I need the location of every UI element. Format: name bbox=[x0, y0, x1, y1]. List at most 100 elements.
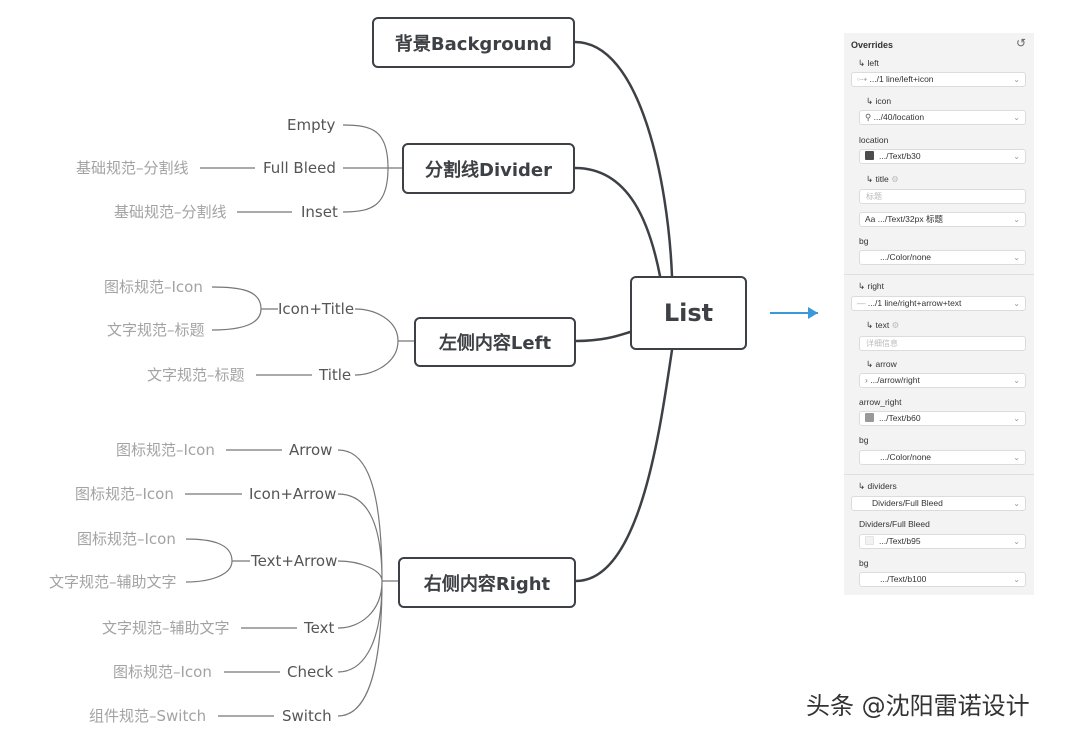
title-label: ↳ title ⚙ bbox=[866, 174, 899, 185]
textarrow-fan bbox=[185, 538, 250, 583]
branch-right: 右侧内容Right bbox=[398, 557, 576, 608]
location-select-value: .../Text/b30 bbox=[879, 151, 921, 161]
dividers-select[interactable]: Dividers/Full Bleed ⌄ bbox=[851, 496, 1026, 511]
right-select[interactable]: — .../1 line/right+arrow+text ⌄ bbox=[851, 296, 1026, 311]
text-style-icon: Aa bbox=[865, 214, 876, 224]
bg2-select[interactable]: .../Color/none ⌄ bbox=[859, 450, 1026, 465]
section-divider bbox=[844, 474, 1034, 475]
arrow-right-select-value: .../Text/b60 bbox=[879, 413, 921, 423]
reset-icon[interactable]: ↺ bbox=[1015, 36, 1026, 50]
title-input[interactable]: 标题 bbox=[859, 189, 1026, 204]
color-swatch-b30 bbox=[865, 151, 874, 160]
arrow-right-label: arrow_right bbox=[859, 397, 902, 407]
component-icon: — bbox=[857, 298, 868, 308]
pointer-arrow-line bbox=[770, 312, 818, 314]
divider-item-empty: Empty bbox=[287, 116, 336, 134]
pointer-arrow-head bbox=[808, 307, 818, 319]
dividers-fb-select-value: .../Text/b95 bbox=[879, 536, 921, 546]
bg2-select-value: .../Color/none bbox=[880, 452, 932, 462]
chevron-down-icon: ⌄ bbox=[1013, 376, 1020, 385]
chevron-right-icon: › bbox=[865, 375, 871, 385]
bg-select[interactable]: .../Color/none ⌄ bbox=[859, 250, 1026, 265]
title-label-text: ↳ title bbox=[866, 174, 889, 184]
right-check-ref: 图标规范–Icon bbox=[113, 663, 212, 681]
location-label: location bbox=[859, 135, 889, 145]
chevron-down-icon: ⌄ bbox=[1013, 75, 1020, 84]
icontitle-fan bbox=[211, 286, 278, 331]
root-to-left bbox=[574, 330, 632, 343]
component-icon: ◦⇢ bbox=[857, 74, 870, 84]
divider-inset-ref: 基础规范–分割线 bbox=[114, 203, 227, 221]
right-text-arrow-text-ref: 文字规范–辅助文字 bbox=[49, 573, 177, 591]
root-to-right bbox=[574, 348, 674, 583]
right-item-arrow: Arrow bbox=[289, 441, 333, 459]
bg-select-value: .../Color/none bbox=[880, 252, 932, 262]
section-divider bbox=[844, 274, 1034, 275]
root-to-background bbox=[573, 40, 674, 278]
dividers-fb-label: Dividers/Full Bleed bbox=[859, 519, 930, 529]
overrides-title: Overrides bbox=[851, 40, 894, 50]
arrow-right-select[interactable]: .../Text/b60 ⌄ bbox=[859, 411, 1026, 426]
left-select-value: .../1 line/left+icon bbox=[869, 74, 934, 84]
right-item-text: Text bbox=[304, 619, 335, 637]
title-text-select[interactable]: Aa .../Text/32px 标题 ⌄ bbox=[859, 212, 1026, 227]
branch-background: 背景Background bbox=[372, 17, 575, 68]
chevron-down-icon: ⌄ bbox=[1013, 299, 1020, 308]
divider-fan bbox=[342, 124, 402, 213]
right-item-icon-arrow: Icon+Arrow bbox=[249, 485, 337, 503]
overrides-panel: Overrides ↺ ↳ left ◦⇢ .../1 line/left+ic… bbox=[844, 33, 1034, 595]
chevron-down-icon: ⌄ bbox=[1013, 152, 1020, 161]
bg3-select-value: .../Text/b100 bbox=[880, 574, 927, 584]
dividers-fb-select[interactable]: .../Text/b95 ⌄ bbox=[859, 534, 1026, 549]
chevron-down-icon: ⌄ bbox=[1013, 113, 1020, 122]
left-fan bbox=[354, 308, 414, 376]
color-swatch-b60 bbox=[865, 413, 874, 422]
root-to-divider bbox=[573, 166, 662, 278]
chevron-down-icon: ⌄ bbox=[1013, 215, 1020, 224]
chevron-down-icon: ⌄ bbox=[1013, 537, 1020, 546]
right-switch-ref: 组件规范–Switch bbox=[89, 707, 207, 725]
branch-divider: 分割线Divider bbox=[402, 143, 575, 194]
chevron-down-icon: ⌄ bbox=[1013, 253, 1020, 262]
settings-icon: ⚙ bbox=[891, 320, 900, 330]
left-item-title: Title bbox=[319, 366, 352, 384]
left-title-only-ref: 文字规范–标题 bbox=[147, 366, 245, 384]
right-select-value: .../1 line/right+arrow+text bbox=[867, 298, 962, 308]
right-arrow-ref: 图标规范–Icon bbox=[116, 441, 215, 459]
location-pin-icon: ⚲ bbox=[865, 112, 874, 122]
bg3-label: bg bbox=[859, 558, 869, 568]
text-label: ↳ text ⚙ bbox=[866, 320, 899, 331]
icon-select[interactable]: ⚲ .../40/location ⌄ bbox=[859, 110, 1026, 125]
left-title-ref: 文字规范–标题 bbox=[107, 321, 205, 339]
color-swatch-b95 bbox=[865, 536, 874, 545]
root-node: List bbox=[630, 276, 747, 350]
location-select[interactable]: .../Text/b30 ⌄ bbox=[859, 149, 1026, 164]
chevron-down-icon: ⌄ bbox=[1013, 499, 1020, 508]
right-fan bbox=[337, 449, 398, 717]
left-select[interactable]: ◦⇢ .../1 line/left+icon ⌄ bbox=[851, 72, 1026, 87]
arrow-select[interactable]: › .../arrow/right ⌄ bbox=[859, 373, 1026, 388]
bg3-select[interactable]: .../Text/b100⌄ bbox=[859, 572, 1026, 587]
settings-icon: ⚙ bbox=[891, 174, 899, 184]
right-item-check: Check bbox=[287, 663, 334, 681]
bg2-label: bg bbox=[859, 435, 869, 445]
title-text-select-value: .../Text/32px 标题 bbox=[877, 214, 943, 224]
watermark: 头条 @沈阳雷诺设计 bbox=[806, 692, 1030, 720]
chevron-down-icon: ⌄ bbox=[1013, 414, 1020, 423]
text-input[interactable]: 详细信息 bbox=[859, 336, 1026, 351]
left-item-icon-title: Icon+Title bbox=[278, 300, 355, 318]
icon-select-value: .../40/location bbox=[873, 112, 925, 122]
right-text-ref: 文字规范–辅助文字 bbox=[102, 619, 230, 637]
divider-item-inset: Inset bbox=[301, 203, 338, 221]
dividers-select-value: Dividers/Full Bleed bbox=[872, 498, 943, 508]
left-icon-ref: 图标规范–Icon bbox=[104, 278, 203, 296]
chevron-down-icon: ⌄ bbox=[1013, 453, 1020, 462]
branch-left: 左侧内容Left bbox=[414, 317, 576, 367]
dividers-label: ↳ dividers bbox=[858, 481, 897, 491]
right-icon-arrow-ref: 图标规范–Icon bbox=[75, 485, 174, 503]
right-item-switch: Switch bbox=[282, 707, 332, 725]
divider-fullbleed-ref: 基础规范–分割线 bbox=[76, 159, 189, 177]
left-label: ↳ left bbox=[858, 58, 879, 68]
arrow-select-value: .../arrow/right bbox=[870, 375, 920, 385]
divider-item-fullbleed: Full Bleed bbox=[263, 159, 336, 177]
